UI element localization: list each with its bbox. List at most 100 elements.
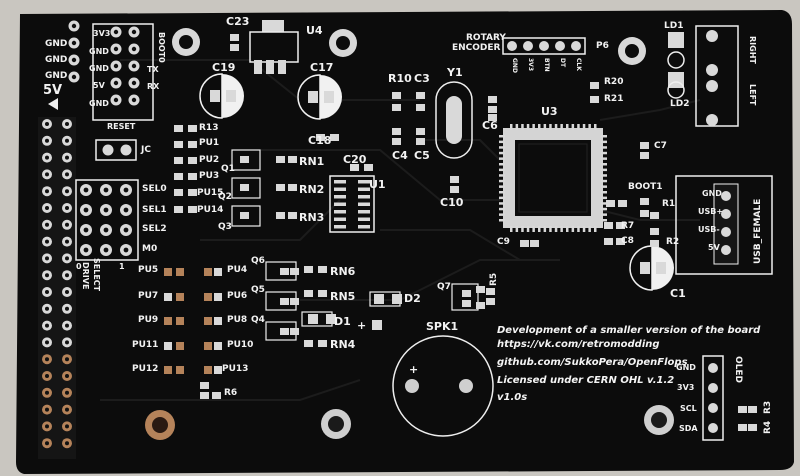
serial-header [110, 26, 140, 106]
note-github-url: github.com/SukkoPera/OpenFlops [497, 357, 688, 368]
label-gnd5: GND [89, 64, 109, 73]
mcu-pin [571, 124, 575, 130]
smd-pad [290, 298, 299, 305]
power-header [68, 20, 80, 83]
smd-pad [462, 300, 471, 307]
label-usb-gnd: GND [702, 189, 722, 198]
ic-pin [358, 217, 370, 221]
label-c19: C19 [212, 61, 236, 74]
pin-hole [45, 306, 49, 311]
label-pu12: PU12 [132, 364, 159, 374]
mcu-pin [499, 207, 505, 211]
mcu-pin [499, 219, 505, 222]
label-pu6: PU6 [227, 291, 248, 301]
mcu-pin [515, 124, 519, 130]
smd-pad [188, 141, 197, 148]
smd-pad [304, 340, 313, 347]
pin-hole [45, 222, 49, 227]
label-ld2: LD2 [670, 99, 690, 109]
pin-hole [65, 155, 69, 160]
smd-pad [462, 290, 471, 297]
pin-hole [123, 207, 129, 213]
pin-hole [65, 206, 69, 210]
pin-hole [45, 122, 49, 126]
pin-hole [113, 97, 119, 103]
pu-pad [214, 366, 222, 374]
pin-hole [45, 323, 49, 328]
pin-hole [65, 172, 69, 177]
mcu-pin [543, 124, 547, 130]
smd-pad [450, 176, 459, 183]
pin-hole [45, 206, 49, 210]
diode-pad [374, 294, 384, 304]
label-r6: R6 [224, 388, 238, 398]
label-pu2: PU2 [199, 155, 220, 165]
pin-hole [45, 340, 49, 345]
smd-pad [416, 92, 425, 99]
label-p6: P6 [596, 41, 609, 51]
pin-hole [71, 40, 77, 46]
mcu-pin [554, 124, 558, 130]
mcu-pin [499, 213, 505, 216]
smd-pad [230, 34, 239, 41]
mcu-pin [560, 124, 563, 130]
pin-hole [131, 80, 137, 86]
smd-pad [416, 138, 425, 145]
smd-pads [174, 34, 757, 431]
drive-select-header [80, 184, 132, 256]
smd-pad [738, 406, 747, 413]
pin1-marker [48, 98, 58, 110]
mcu-pin [601, 151, 607, 155]
label-right: RIGHT [748, 36, 757, 64]
smd-pad [188, 157, 197, 164]
label-enc-3v3: 3V3 [527, 58, 534, 71]
pin-hole [65, 256, 69, 261]
label-d2: D2 [404, 292, 421, 305]
pin-hole [71, 57, 77, 63]
label-5v-b: 5V [93, 81, 105, 90]
mcu-pin [510, 124, 513, 130]
label-rotary: ROTARY [466, 33, 506, 43]
label-c8: C8 [621, 236, 634, 246]
leds [667, 32, 685, 99]
usb-connector [675, 175, 773, 275]
label-5v: 5V [43, 83, 63, 98]
label-3v3: 3V3 [93, 29, 111, 38]
ic-pin [334, 187, 346, 191]
mcu-pin [532, 124, 535, 130]
label-rn6: RN6 [330, 265, 356, 278]
smd-pad [486, 298, 495, 305]
label-gnd6: GND [89, 99, 109, 108]
pin-hole [103, 247, 109, 253]
pu-pad [204, 293, 212, 301]
smd-pad [488, 106, 497, 113]
smd-pad [212, 392, 221, 399]
label-gnd3: GND [45, 71, 68, 81]
smd-pad [604, 222, 613, 229]
smd-pad [240, 184, 249, 191]
smd-pad [288, 212, 297, 219]
pu-pad [204, 268, 212, 276]
mcu-pin [499, 163, 505, 166]
mcu-pin [499, 140, 505, 144]
label-usb-dm: USB- [698, 225, 720, 234]
mcu-pin [566, 124, 569, 130]
pin-hole [83, 227, 89, 233]
label-sel2: SEL2 [142, 224, 167, 234]
smd-pad [450, 186, 459, 193]
smd-pad [174, 189, 183, 196]
mcu-pin [601, 179, 607, 183]
mcu-pin [515, 226, 519, 232]
pin-hole [131, 29, 137, 35]
buttons [695, 25, 739, 127]
smd-pad [392, 128, 401, 135]
smd-pad [174, 141, 183, 148]
mcu-pin [588, 226, 591, 232]
smd-pad [616, 222, 625, 229]
smd-pad [416, 104, 425, 111]
smd-pad [318, 290, 327, 297]
mcu-pin [577, 226, 580, 232]
encoder-pin [507, 41, 517, 51]
ic-pin [334, 210, 346, 214]
note-license: Licensed under CERN OHL v.1.2 [497, 375, 675, 386]
